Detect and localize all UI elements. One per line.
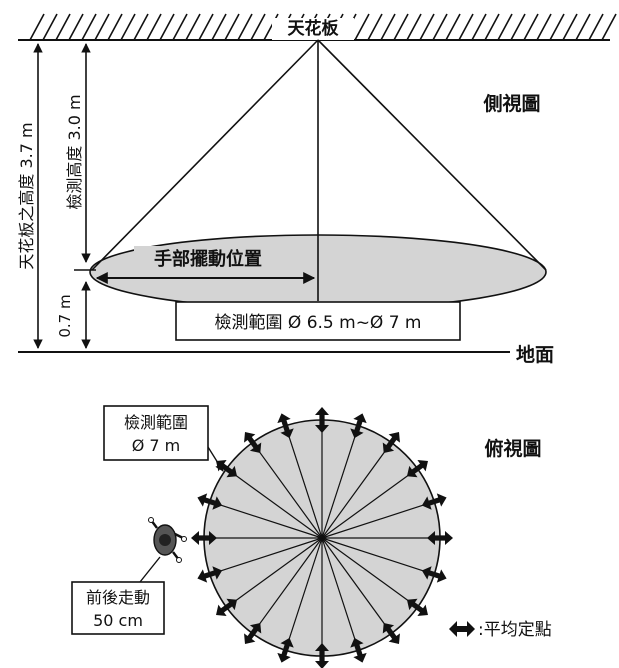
- walk-callout-pointer: [139, 556, 161, 583]
- detection-spoke: [209, 537, 323, 576]
- measurement-points: [191, 407, 453, 668]
- walk-callout-line1: 前後走動: [86, 588, 150, 607]
- measurement-point-arrow-icon: [216, 598, 238, 616]
- measurement-point-arrow-icon: [350, 637, 367, 663]
- ceiling-height-label: 天花板之高度 3.7 m: [17, 122, 36, 269]
- measurement-point-arrow-icon: [277, 637, 294, 663]
- detection-spoke: [252, 442, 323, 539]
- hand-motion-label: 手部擺動位置: [154, 248, 262, 270]
- detection-spokes: [204, 420, 440, 656]
- top-view: 檢測範圍 Ø 7 m 前後走動 50 cm 俯視圖 :平均定點: [71, 405, 552, 668]
- detection-spoke: [209, 500, 323, 539]
- measurement-point-arrow-icon: [197, 566, 223, 583]
- legend-label: :平均定點: [478, 620, 552, 640]
- side-view-title: 側視圖: [482, 92, 540, 115]
- walking-person-icon: [148, 517, 187, 563]
- range-callout-pointer: [207, 446, 224, 472]
- measurement-point-arrow-icon: [406, 460, 428, 478]
- measurement-point-arrow-icon: [277, 413, 294, 439]
- ceiling: 天花板: [18, 13, 617, 41]
- cone-left-edge: [91, 39, 319, 271]
- measurement-point-arrow-icon: [427, 531, 453, 545]
- detection-spoke: [284, 537, 323, 651]
- measurement-point-arrow-icon: [244, 622, 262, 644]
- detection-spoke: [321, 442, 392, 539]
- legend: :平均定點: [449, 620, 552, 640]
- measurement-point-arrow-icon: [315, 407, 329, 433]
- measurement-point-arrow-icon: [315, 643, 329, 668]
- detection-spoke: [321, 500, 435, 539]
- cone-right-edge: [317, 39, 547, 271]
- measurement-point-arrow-icon: [382, 432, 400, 454]
- side-view: 天花板 手部擺動位置 檢測範圍 Ø 6.5 m~Ø 7 m 地面 天花板之高度 …: [17, 13, 617, 366]
- detection-spoke: [252, 537, 323, 634]
- detection-spoke: [321, 468, 418, 539]
- measurement-point-arrow-icon: [421, 566, 447, 583]
- measurement-point-arrow-icon: [421, 493, 447, 510]
- detection-spoke: [321, 537, 418, 608]
- range-label: 檢測範圍 Ø 6.5 m~Ø 7 m: [215, 313, 422, 333]
- measurement-point-arrow-icon: [406, 598, 428, 616]
- walk-callout-box: [71, 581, 165, 635]
- legend-arrow-icon: [449, 621, 475, 637]
- measurement-point-arrow-icon: [244, 432, 262, 454]
- measurement-point-arrow-icon: [382, 622, 400, 644]
- detection-spoke: [284, 425, 323, 539]
- ceiling-label: 天花板: [288, 18, 340, 39]
- range-callout-line1: 檢測範圍: [124, 413, 188, 432]
- measurement-point-arrow-icon: [197, 493, 223, 510]
- top-view-title: 俯視圖: [484, 437, 541, 460]
- detection-spoke: [321, 537, 360, 651]
- floor-label: 地面: [516, 343, 554, 366]
- range-box: [175, 301, 461, 341]
- detection-spoke: [226, 468, 323, 539]
- hand-height-label: 0.7 m: [56, 294, 74, 337]
- ceiling-label-bg: [272, 18, 354, 40]
- detection-spoke: [321, 425, 360, 539]
- detection-height-label: 檢測高度 3.0 m: [65, 94, 84, 209]
- detection-spoke: [226, 537, 323, 608]
- walk-callout-line2: 50 cm: [93, 611, 143, 630]
- measurement-point-arrow-icon: [350, 413, 367, 439]
- detection-spoke: [321, 537, 392, 634]
- hand-motion-label-bg: [134, 246, 284, 270]
- range-callout-box: [103, 405, 209, 461]
- range-callout-line2: Ø 7 m: [132, 436, 181, 455]
- detection-spoke: [321, 537, 435, 576]
- measurement-point-arrow-icon: [191, 531, 217, 545]
